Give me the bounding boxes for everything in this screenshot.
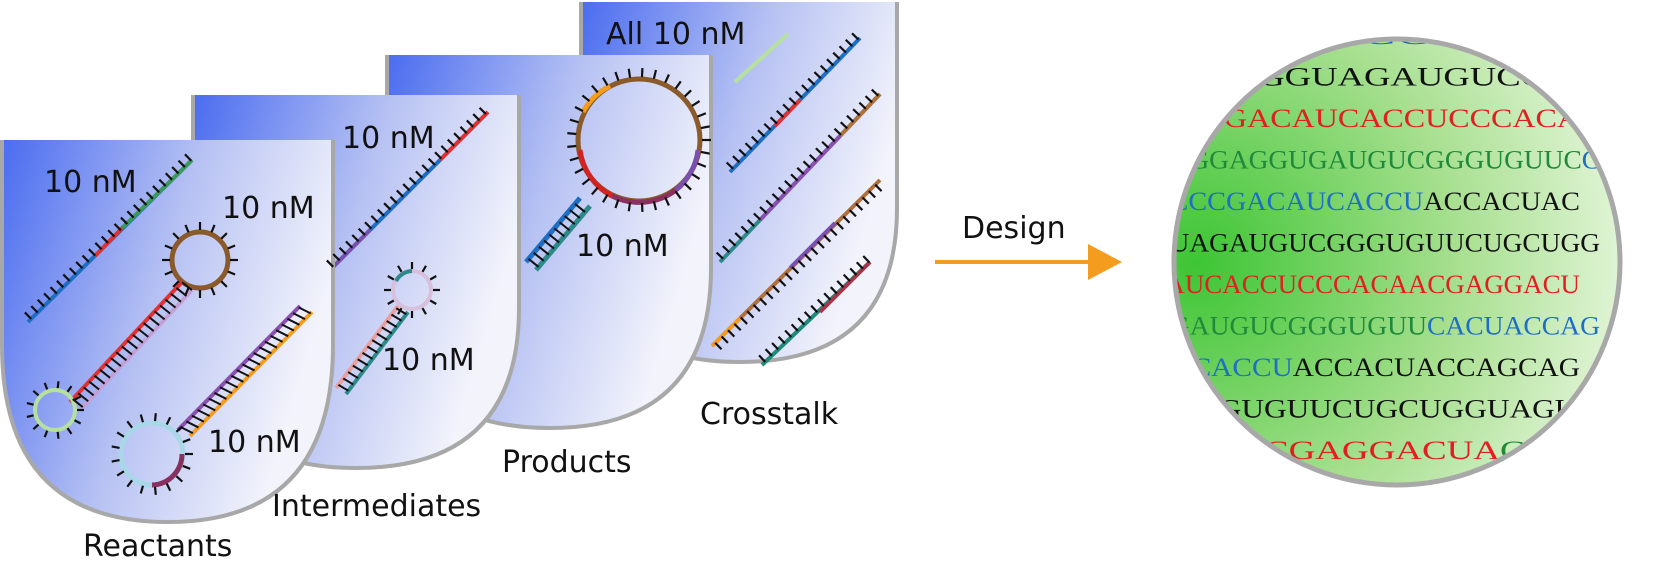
reactants-conc-1: 10 nM <box>44 165 137 200</box>
intermediates-conc-1: 10 nM <box>342 121 435 156</box>
loop-tick <box>567 146 576 147</box>
label-reactants: Reactants <box>83 529 232 562</box>
sequence-segment: GUGAUGUCGGGUGUU <box>1130 312 1427 341</box>
loop-tick <box>112 446 120 447</box>
label-products: Products <box>502 445 632 480</box>
intermediates-conc-2: 10 nM <box>382 343 475 378</box>
crosstalk-conc-1: All 10 nM <box>606 17 745 52</box>
loop-tick <box>629 69 630 78</box>
sequence-segment: GGUAGAUGUCGGGUGUUCUGCUGG <box>1130 229 1600 258</box>
sequence-segment: ACCACUACCAGCAG <box>1293 353 1580 382</box>
label-intermediates: Intermediates <box>272 489 481 524</box>
label-crosstalk: Crosstalk <box>700 397 839 432</box>
sequence-segment: CACUACCAG <box>1427 312 1600 341</box>
reactants-conc-3: 10 nM <box>208 425 301 460</box>
loop-tick <box>155 487 156 495</box>
sequence-line: CACAUCACCUCCCACAACGAGGACU <box>1110 270 1580 299</box>
design-arrow: Design <box>935 211 1122 280</box>
loop-tick <box>155 413 156 421</box>
sequence-segment: CACAAGGUAGAUGUCGGG <box>1130 63 1600 92</box>
reactants-conc-2: 10 nM <box>222 191 315 226</box>
sequence-segment: ACACCCGACAUCACCU <box>1110 187 1424 216</box>
sequence-line: UCGGGUGUUCUGCUGGUAGUG <box>1130 395 1600 424</box>
arrow-head <box>1088 244 1122 280</box>
sequence-segment: CCACAACGAGGACUA <box>1110 436 1500 465</box>
loop-tick <box>629 202 630 211</box>
loop-tick <box>58 432 59 439</box>
loop-tick <box>112 460 120 461</box>
loop-tick <box>58 381 59 388</box>
sequence-line: CACAAGGUAGAUGUCGGG <box>1130 63 1600 92</box>
label-design: Design <box>962 211 1066 246</box>
sequence-segment: CACAUCACCUCCCACAACGAGGACU <box>1110 270 1580 299</box>
sequence-segment: UU <box>1110 104 1157 133</box>
products-conc-1: 10 nM <box>576 229 669 264</box>
sequence-segment: ACCACUAC <box>1423 187 1580 216</box>
sequence-segment: UCGGGUGUUCUGCUGGUAGUG <box>1130 395 1600 424</box>
loop-tick <box>567 133 576 134</box>
sequence-line: GGUAGAUGUCGGGUGUUCUGCUGG <box>1130 229 1600 258</box>
